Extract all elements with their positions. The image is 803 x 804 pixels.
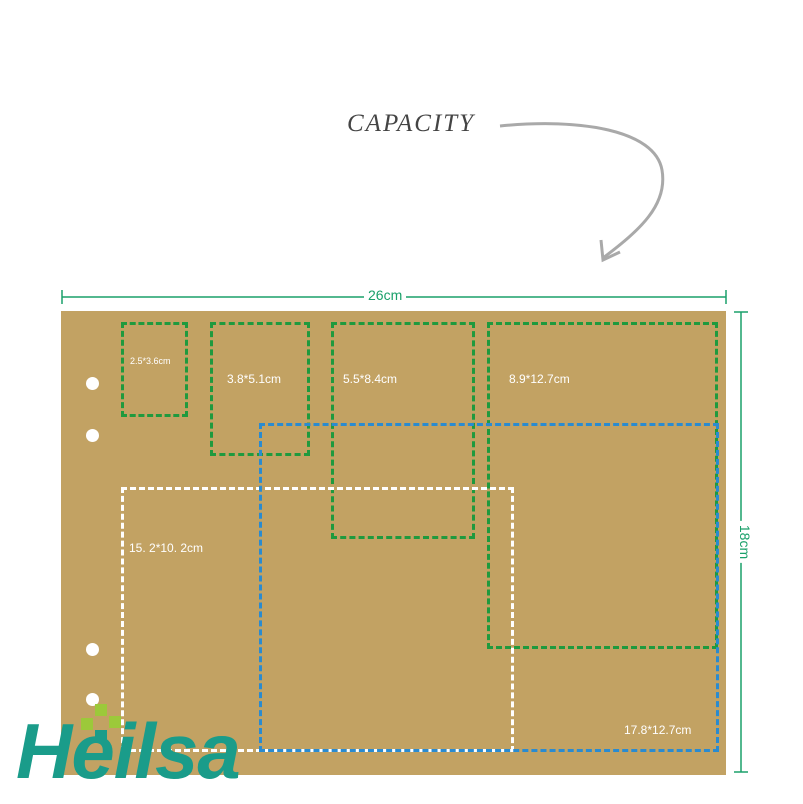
- logo-square-icon: [95, 730, 107, 742]
- brand-logo: Heilsa: [16, 707, 241, 795]
- binder-hole-icon: [86, 377, 99, 390]
- height-label: 18cm: [737, 520, 754, 564]
- size-label: 15. 2*10. 2cm: [129, 541, 204, 555]
- size-label: 5.5*8.4cm: [343, 372, 398, 386]
- capacity-heading: CAPACITY: [347, 110, 476, 137]
- frame-5-5x8-4: [331, 322, 475, 539]
- binder-hole-icon: [86, 429, 99, 442]
- size-label: 17.8*12.7cm: [624, 723, 692, 737]
- size-label: 8.9*12.7cm: [509, 372, 570, 386]
- binder-hole-icon: [86, 693, 99, 706]
- logo-square-icon: [81, 718, 93, 730]
- frame-17-8x12-7: [259, 423, 719, 752]
- album-page: [61, 311, 726, 775]
- logo-square-icon: [109, 716, 121, 728]
- binder-hole-icon: [86, 643, 99, 656]
- width-label: 26cm: [364, 287, 407, 303]
- frame-2-5x3-6: [121, 322, 188, 417]
- logo-square-icon: [95, 704, 107, 716]
- size-label: 3.8*5.1cm: [227, 372, 282, 386]
- size-label: 2.5*3.6cm: [130, 356, 171, 366]
